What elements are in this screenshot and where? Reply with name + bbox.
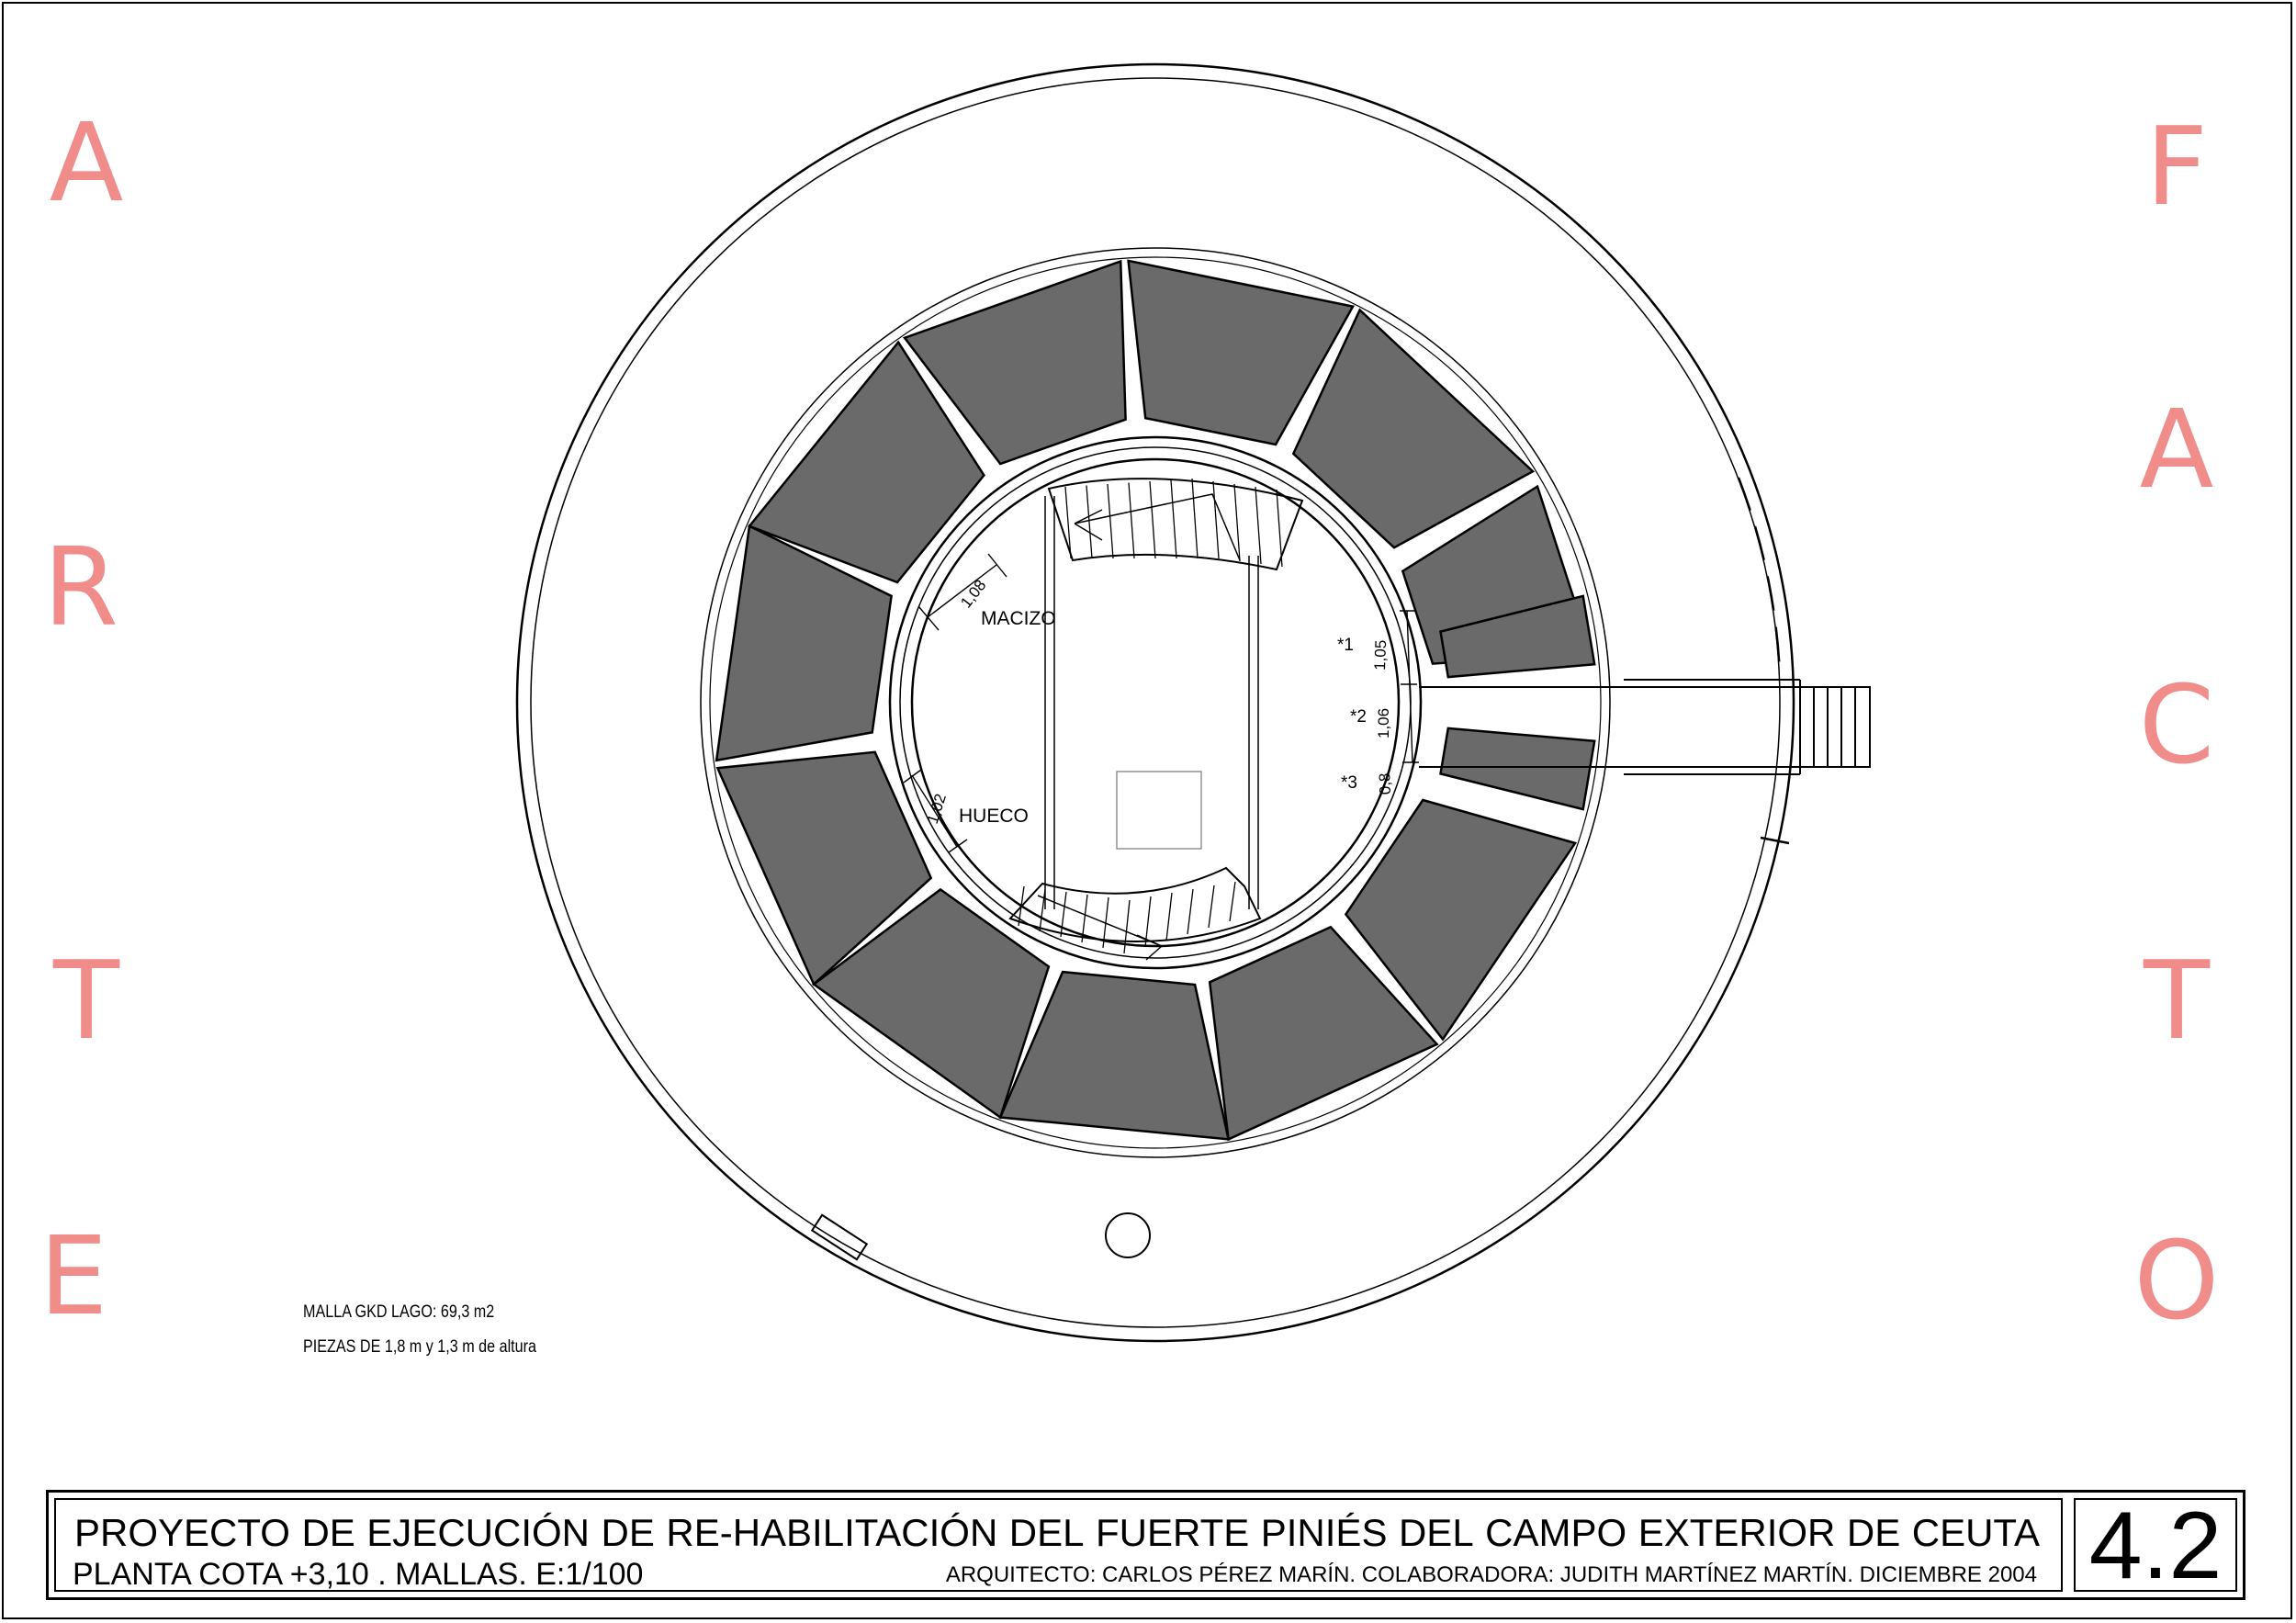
plan-subtitle: PLANTA COTA +3,10 . MALLAS. E:1/100 (73, 1557, 644, 1592)
label-hueco: HUECO (959, 806, 1029, 827)
panel-ring-lines (700, 247, 1611, 1158)
marker-1: *1 (1337, 636, 1354, 655)
interior-structure (1044, 496, 1259, 909)
side-letter-left-3: T (52, 937, 120, 1064)
label-macizo: MACIZO (981, 608, 1056, 629)
marker-2: *2 (1350, 707, 1367, 727)
side-letter-right-1: F (2145, 103, 2208, 230)
mesh-panel (1439, 727, 1596, 811)
title-word: EJECUCIÓN (366, 1511, 590, 1554)
title-word: DEL (1398, 1511, 1474, 1554)
drain-circle (1105, 1212, 1151, 1258)
title-word: DEL (1008, 1511, 1085, 1554)
floor-plan: MACIZO HUECO 1,08 1,02 1,05 1,06 0,8 *1 … (515, 62, 1871, 1343)
small-rectangle (810, 1213, 869, 1261)
side-letter-right-5: O (2133, 1217, 2220, 1344)
sheet-number: 4.2 (2074, 1498, 2237, 1594)
title-word: PROYECTO (74, 1511, 290, 1554)
dashed-arc (1737, 477, 1782, 676)
title-word: FUERTE (1096, 1511, 1250, 1554)
title-word: EXTERIOR (1638, 1511, 1836, 1554)
side-letter-right-4: T (2143, 937, 2211, 1064)
side-letter-left-1: A (49, 99, 124, 226)
dim-right-2: 1,06 (1375, 708, 1392, 738)
title-word: RE-HABILITACIÓN (666, 1511, 998, 1554)
side-letter-left-2: R (43, 524, 118, 650)
title-word: CAMPO (1485, 1511, 1627, 1554)
wall-break (1760, 836, 1790, 845)
dimension-lines (903, 553, 1419, 853)
mesh-panel (747, 340, 985, 584)
access-stair (1799, 686, 1871, 768)
mesh-panel (902, 259, 1127, 466)
side-letter-left-4: E (39, 1212, 108, 1339)
title-word: CEUTA (1911, 1511, 2040, 1554)
mesh-panel (1439, 594, 1596, 679)
outer-ring-walls (515, 62, 1795, 1343)
stair-bottom (1008, 866, 1262, 961)
mesh-panel (715, 750, 933, 986)
title-word: PINIÉS (1260, 1511, 1388, 1554)
central-ring (888, 435, 1423, 970)
title-block: PROYECTO DE EJECUCIÓN DE RE-HABILITACIÓN… (46, 1490, 2245, 1600)
mesh-panel (1291, 308, 1536, 549)
title-word: DE (1846, 1511, 1901, 1554)
credits: ARQUITECTO: CARLOS PÉREZ MARÍN. COLABORA… (945, 1562, 2037, 1587)
dim-left-bottom: 1,02 (924, 792, 950, 826)
note-pieces: PIEZAS DE 1,8 m y 1,3 m de altura (303, 1337, 537, 1357)
title-word: DE (301, 1511, 355, 1554)
walkway-bridge (1419, 679, 1871, 775)
note-mesh-area: MALLA GKD LAGO: 69,3 m2 (303, 1302, 495, 1322)
dim-right-3: 0,8 (1376, 772, 1394, 795)
dim-right-1: 1,05 (1371, 639, 1390, 671)
mesh-panel (1344, 798, 1578, 1042)
mesh-panels (715, 259, 1596, 1142)
mesh-panel (1127, 259, 1356, 446)
title-block-inner: PROYECTO DE EJECUCIÓN DE RE-HABILITACIÓN… (54, 1498, 2063, 1592)
marker-3: *3 (1341, 773, 1357, 793)
side-letter-right-2: A (2139, 386, 2214, 513)
dim-left-top: 1,08 (957, 577, 989, 612)
side-letter-right-3: C (2138, 661, 2215, 788)
central-column (1116, 771, 1202, 850)
project-title: PROYECTO DE EJECUCIÓN DE RE-HABILITACIÓN… (74, 1511, 2040, 1555)
title-word: DE (601, 1511, 655, 1554)
stair-top (1047, 478, 1304, 571)
